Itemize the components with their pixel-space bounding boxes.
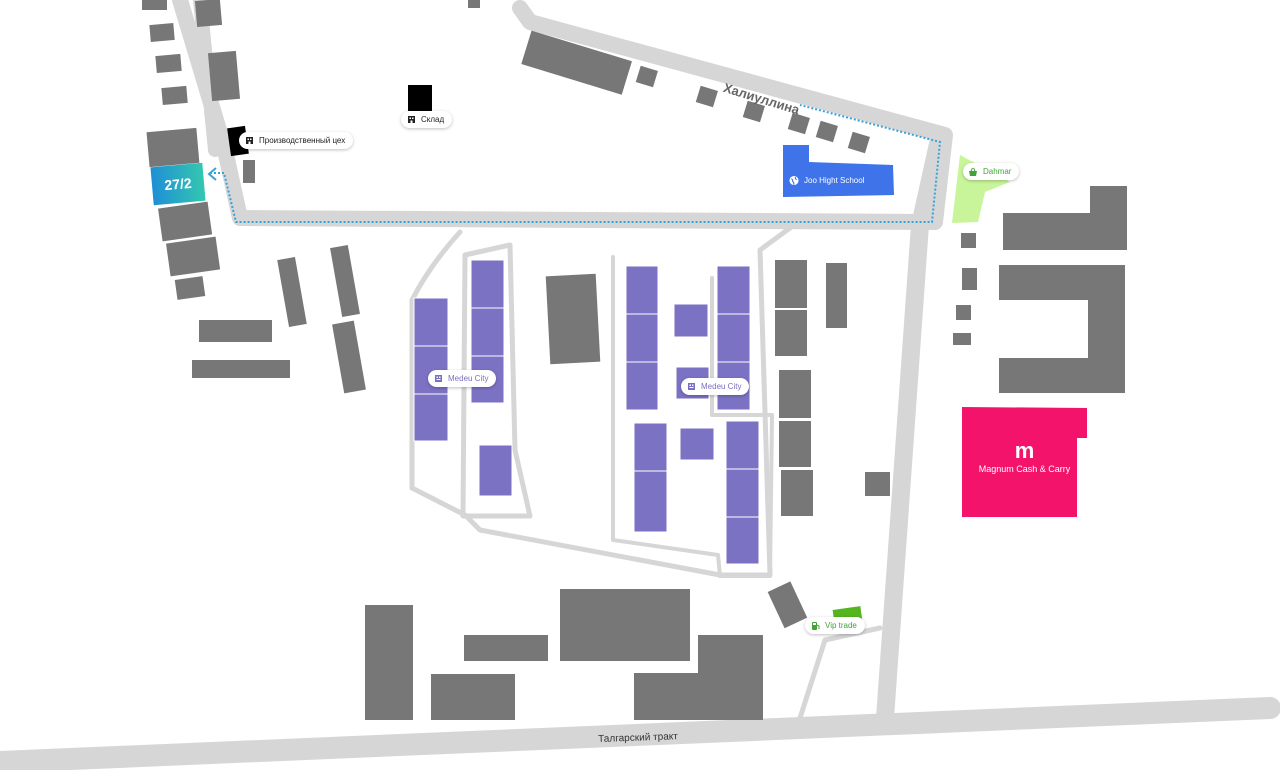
road-talgar-tract	[0, 697, 1280, 773]
magnum-name: Magnum Cash & Carry	[978, 464, 1071, 474]
fuel-icon	[810, 621, 820, 631]
building-icon	[406, 115, 416, 125]
basket-icon	[968, 167, 978, 177]
magnum-building	[962, 407, 1087, 517]
magnum-label[interactable]: m Magnum Cash & Carry	[962, 438, 1087, 475]
house-number: 27/2	[163, 174, 193, 194]
poi-medeu-city-2[interactable]: Medeu City	[681, 378, 750, 395]
poi-production-label: Производственный цех	[259, 136, 346, 145]
medeu-buildings	[413, 259, 760, 565]
road-medeu-right-loop	[611, 255, 774, 578]
building-icon	[686, 382, 696, 392]
poi-dahmar[interactable]: Dahmar	[963, 163, 1020, 180]
poi-production[interactable]: Производственный цех	[239, 132, 354, 149]
road-east-vertical	[876, 126, 949, 727]
poi-warehouse[interactable]: Склад	[401, 111, 453, 128]
buildings	[142, 0, 1127, 720]
route-dotted	[210, 104, 942, 223]
poi-medeu-city-1-label: Medeu City	[448, 374, 489, 383]
poi-vip-trade[interactable]: Vip trade	[805, 617, 865, 634]
poi-school-label: Joo Hight School	[804, 176, 865, 185]
school-building	[783, 145, 894, 197]
warehouse-building	[408, 85, 432, 111]
road-medeu-loop	[460, 242, 533, 519]
building-icon	[433, 374, 443, 384]
road-viptrade	[797, 625, 883, 721]
poi-vip-trade-label: Vip trade	[825, 621, 857, 630]
road-khaliullina	[172, 0, 953, 230]
globe-icon	[789, 175, 799, 186]
route-arrow	[207, 167, 217, 181]
poi-warehouse-label: Склад	[421, 115, 445, 124]
magnum-logo: m	[1014, 438, 1035, 463]
road-medeu-inner	[409, 225, 793, 578]
house-number-badge[interactable]: 27/2	[150, 162, 206, 206]
poi-dahmar-label: Dahmar	[983, 167, 1012, 176]
building-icon	[244, 136, 254, 146]
poi-medeu-city-2-label: Medeu City	[701, 382, 742, 391]
poi-school[interactable]: Joo Hight School	[784, 172, 872, 189]
poi-medeu-city-1[interactable]: Medeu City	[428, 370, 497, 387]
